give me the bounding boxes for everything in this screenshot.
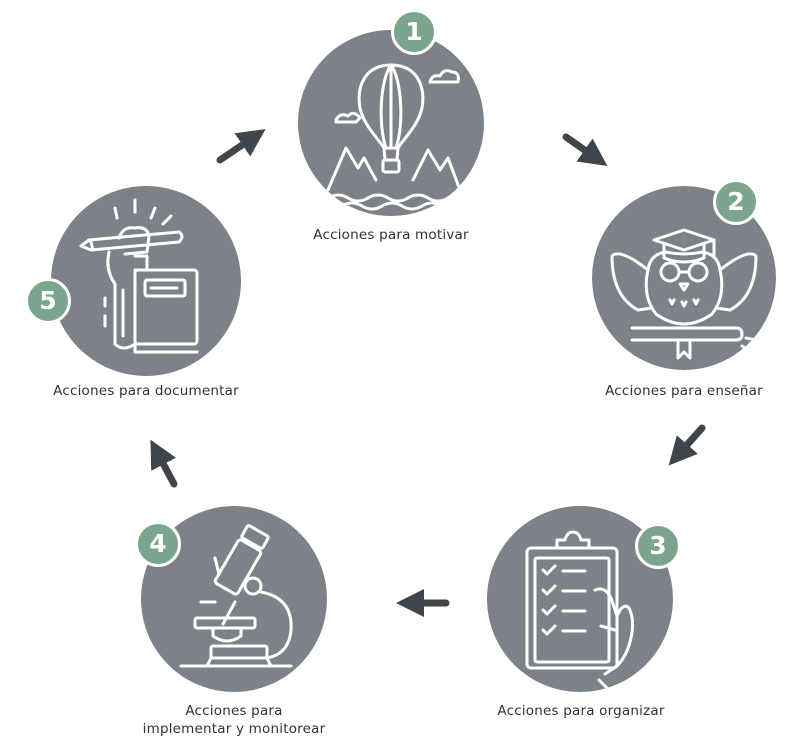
- microscope-icon: [179, 524, 293, 668]
- arrow-5-to-1: [216, 129, 266, 164]
- arrow-1-to-2: [562, 133, 608, 167]
- step-3-badge: 3: [635, 523, 681, 569]
- step-1-label: Acciones para motivar: [313, 227, 469, 243]
- step-4-label-line1: Acciones para: [185, 703, 283, 719]
- step-3-label: Acciones para organizar: [497, 703, 665, 719]
- graduate-owl-icon: [610, 228, 758, 360]
- step-1-badge: 1: [391, 9, 437, 55]
- step-4-label-line2: implementar y monitorear: [142, 721, 326, 737]
- clipboard-checklist-icon: [525, 530, 635, 696]
- step-5-circle: [51, 186, 241, 376]
- arrow-2-to-3: [668, 424, 706, 466]
- pen-book-icon: [79, 198, 199, 354]
- step-5-label: Acciones para documentar: [53, 383, 239, 399]
- step-2-label: Acciones para enseñar: [605, 383, 763, 399]
- step-1-circle: [298, 30, 484, 216]
- hot-air-balloon-icon: [326, 63, 464, 211]
- step-4-badge: 4: [135, 521, 181, 567]
- step-5-badge: 5: [25, 278, 71, 324]
- step-2-badge: 2: [713, 179, 759, 225]
- arrow-4-to-5: [150, 439, 178, 488]
